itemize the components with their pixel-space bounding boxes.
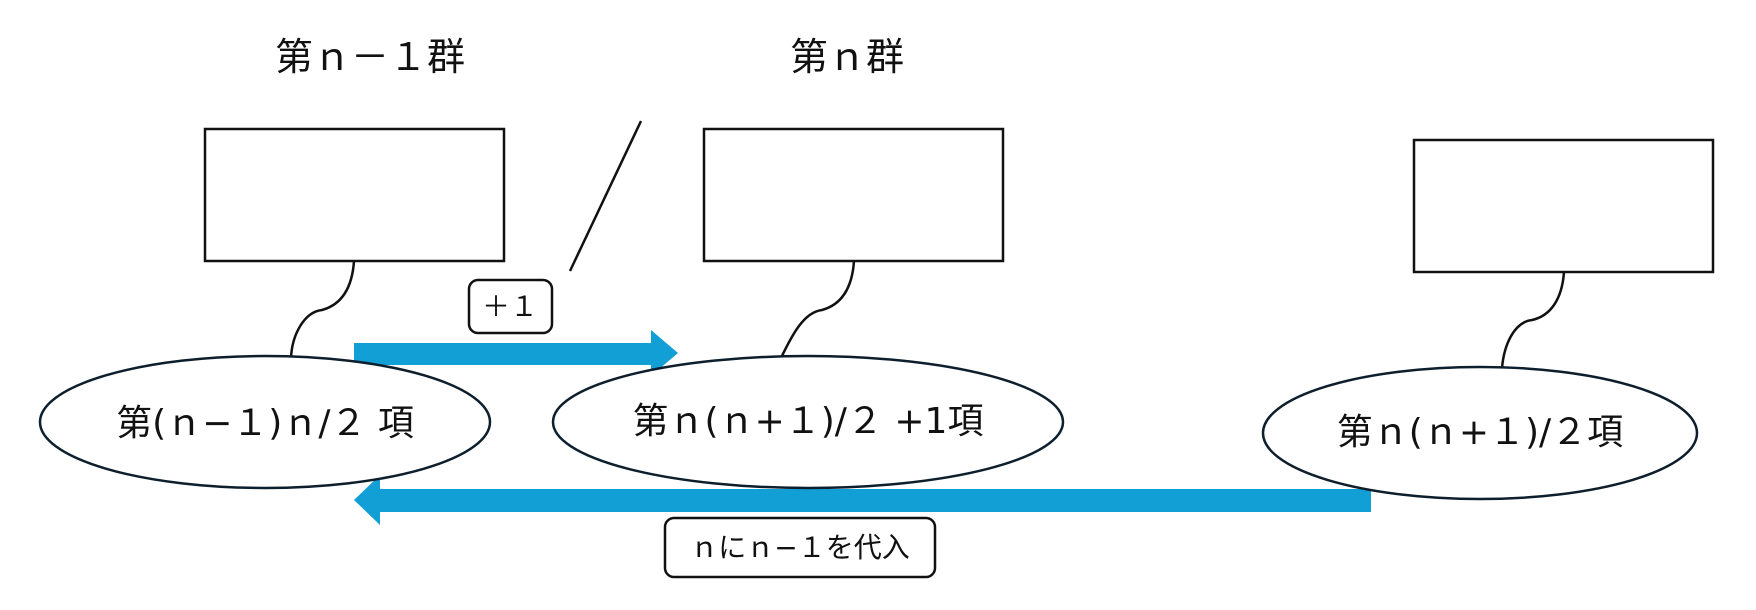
backward-arrow	[354, 475, 1371, 525]
plus-one-tag-label: ＋１	[482, 290, 538, 323]
curr-last-ellipse	[1261, 365, 1699, 501]
curr-first-label: 第ｎ(ｎ+１)/２ +1項	[633, 401, 984, 442]
prev-connector	[289, 260, 356, 359]
curr-last-label: 第ｎ(ｎ+１)/２項	[1337, 412, 1623, 453]
next-box	[1412, 138, 1715, 274]
prev-last-label: 第(ｎ−１)ｎ/２ 項	[116, 403, 414, 444]
group-divider	[568, 120, 643, 272]
curr-first-ellipse	[551, 354, 1065, 490]
curr-group-box	[702, 127, 1005, 263]
prev-group-box	[203, 127, 506, 263]
forward-arrow	[354, 330, 678, 376]
substitute-tag-label: ｎにｎ−１を代入	[690, 531, 909, 564]
prev-group-title: 第ｎ－１群	[275, 35, 465, 79]
curr-group-title: 第ｎ群	[790, 35, 904, 79]
curr-connector	[779, 260, 856, 359]
prev-last-ellipse	[38, 354, 492, 490]
next-connector	[1500, 271, 1566, 369]
plus-one-tag-box	[467, 278, 554, 335]
substitute-tag-box	[663, 516, 937, 579]
